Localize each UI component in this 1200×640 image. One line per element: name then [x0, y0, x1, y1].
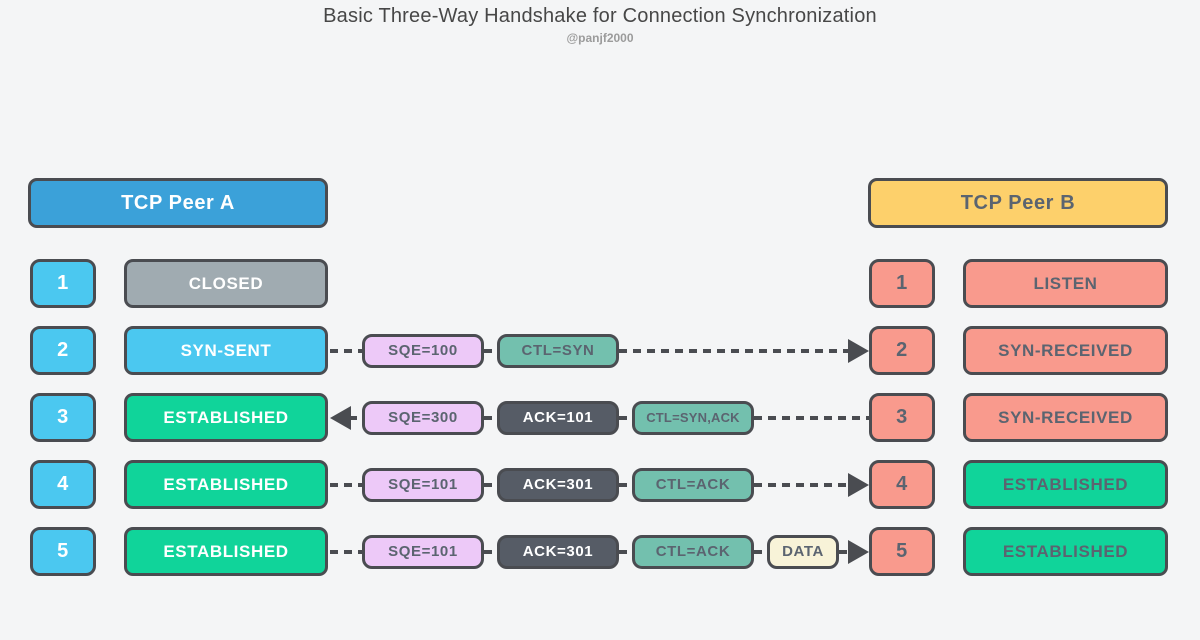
step-number-a: 1: [30, 259, 96, 308]
state-a-established: ESTABLISHED: [124, 460, 328, 509]
connector-dashed-line: [754, 550, 767, 554]
step-number-b: 1: [869, 259, 935, 308]
packet-seq: SQE=101: [362, 534, 484, 569]
step-number-a: 4: [30, 460, 96, 509]
connector-dashed-line: [754, 483, 848, 487]
arrowhead-right-icon: [848, 540, 869, 564]
packet-ack: ACK=301: [497, 534, 619, 569]
arrowhead-right-icon: [848, 339, 869, 363]
connector-dashed-line: [619, 483, 632, 487]
packet-seq: SQE=100: [362, 333, 484, 368]
connector-dashed-line: [619, 416, 632, 420]
connector-dashed-line: [330, 550, 362, 554]
state-b-established: ESTABLISHED: [963, 460, 1168, 509]
arrowhead-right-icon: [848, 473, 869, 497]
step-number-a: 2: [30, 326, 96, 375]
packet-ctl: CTL=SYN,ACK: [632, 400, 754, 435]
step-number-a: 3: [30, 393, 96, 442]
packet-data: DATA: [767, 534, 839, 569]
connector-dashed-line: [349, 416, 362, 420]
connector-dashed-line: [330, 349, 362, 353]
state-a-closed: CLOSED: [124, 259, 328, 308]
peer-a-header: TCP Peer A: [28, 178, 328, 228]
packet-ctl: CTL=ACK: [632, 534, 754, 569]
connector-dashed-line: [484, 416, 497, 420]
connector-dashed-line: [484, 550, 497, 554]
state-b-syn-received: SYN-RECEIVED: [963, 326, 1168, 375]
state-a-established: ESTABLISHED: [124, 527, 328, 576]
step-number-b: 2: [869, 326, 935, 375]
packet-ack: ACK=301: [497, 467, 619, 502]
packet-ctl: CTL=ACK: [632, 467, 754, 502]
connector-dashed-line: [839, 550, 848, 554]
author-handle: @panjf2000: [566, 31, 634, 45]
packet-ctl: CTL=SYN: [497, 333, 619, 368]
packet-ack: ACK=101: [497, 400, 619, 435]
state-a-established: ESTABLISHED: [124, 393, 328, 442]
connector-dashed-line: [484, 483, 497, 487]
packet-seq: SQE=300: [362, 400, 484, 435]
state-a-syn-sent: SYN-SENT: [124, 326, 328, 375]
state-b-listen: LISTEN: [963, 259, 1168, 308]
connector-dashed-line: [619, 349, 848, 353]
step-number-b: 5: [869, 527, 935, 576]
step-number-b: 4: [869, 460, 935, 509]
connector-dashed-line: [330, 483, 362, 487]
step-number-a: 5: [30, 527, 96, 576]
page-title: Basic Three-Way Handshake for Connection…: [323, 5, 877, 27]
packet-seq: SQE=101: [362, 467, 484, 502]
arrowhead-left-icon: [330, 406, 351, 430]
state-b-syn-received: SYN-RECEIVED: [963, 393, 1168, 442]
connector-dashed-line: [484, 349, 497, 353]
step-number-b: 3: [869, 393, 935, 442]
connector-dashed-line: [754, 416, 869, 420]
connector-dashed-line: [619, 550, 632, 554]
state-b-established: ESTABLISHED: [963, 527, 1168, 576]
peer-b-header: TCP Peer B: [868, 178, 1168, 228]
